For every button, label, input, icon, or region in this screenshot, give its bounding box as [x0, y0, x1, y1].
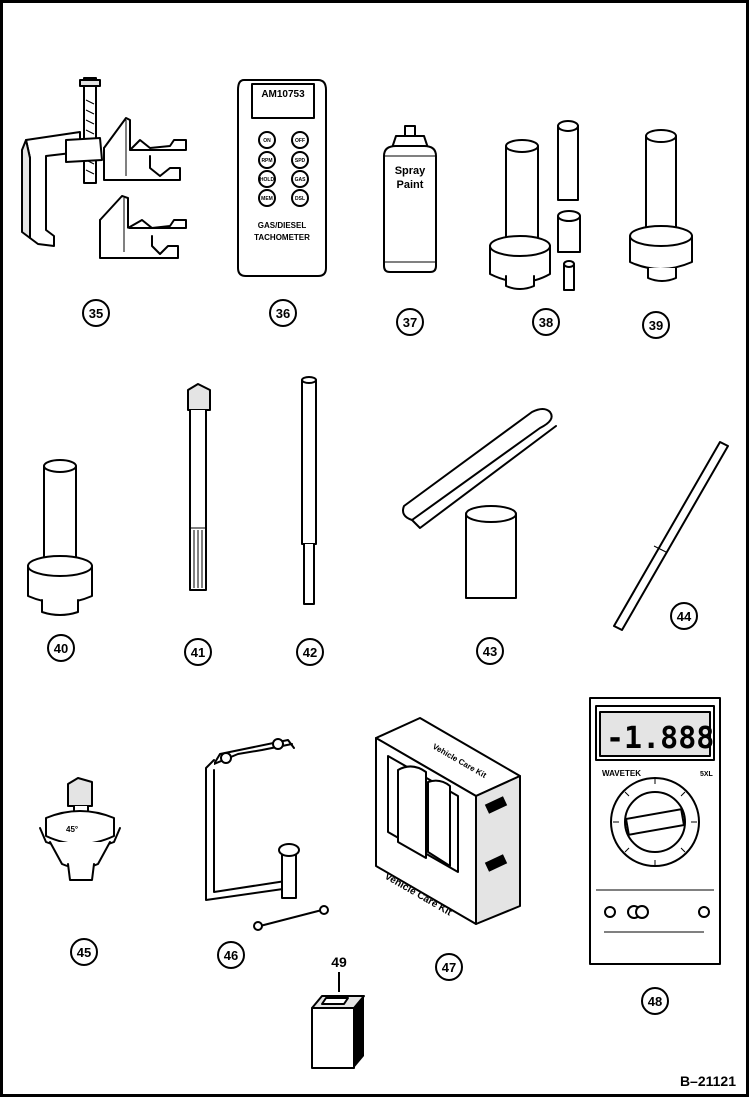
tool-37-spray-paint-can: Spray Paint: [383, 125, 437, 273]
tool-49-block: [311, 995, 365, 1069]
button-gas: GAS: [295, 177, 307, 183]
callout-41-label: 41: [191, 645, 205, 660]
tool-43-t-handle: [402, 408, 557, 599]
tool-48-multimeter: -1.888 WAVETEK 5XL: [589, 697, 721, 965]
tachometer-id-label: AM10753: [261, 89, 305, 100]
callout-37-label: 37: [403, 315, 417, 330]
tool-42-pin-punch: [301, 376, 317, 605]
callout-43: 43: [476, 637, 504, 665]
tachometer-button-grid: ON OFF RPM SPD HOLD GAS MEM DSL: [258, 131, 309, 207]
callout-45-label: 45: [77, 945, 91, 960]
callout-41: 41: [184, 638, 212, 666]
tachometer-title-line2: TACHOMETER: [254, 233, 310, 242]
callout-42-label: 42: [303, 645, 317, 660]
callout-36-label: 36: [276, 306, 290, 321]
figure-reference-number: B–21121: [680, 1073, 736, 1089]
callout-37: 37: [396, 308, 424, 336]
multimeter-display-value: -1.888: [606, 721, 714, 756]
spray-can-label-line1: Spray: [395, 165, 426, 177]
callout-35-label: 35: [89, 306, 103, 321]
button-spd: SPD: [295, 158, 306, 164]
multimeter-model: 5XL: [700, 771, 714, 778]
spray-can-label-line2: Paint: [397, 179, 424, 191]
button-hold: HOLD: [260, 177, 275, 183]
callout-48: 48: [641, 987, 669, 1015]
cutter-angle-mark: 45°: [66, 825, 78, 834]
callout-39: 39: [642, 311, 670, 339]
callout-47: 47: [435, 953, 463, 981]
callout-49-label: 49: [331, 954, 347, 970]
callout-36: 36: [269, 299, 297, 327]
callout-38: 38: [532, 308, 560, 336]
callout-38-label: 38: [539, 315, 553, 330]
callout-46: 46: [217, 941, 245, 969]
callout-45: 45: [70, 938, 98, 966]
tool-35-clamp-with-brackets: [21, 77, 187, 259]
callout-44-label: 44: [677, 609, 692, 624]
multimeter-brand: WAVETEK: [602, 769, 641, 778]
tool-46-puller-frame: [205, 738, 329, 931]
callout-35: 35: [82, 299, 110, 327]
callout-49: 49: [331, 954, 347, 992]
button-off: OFF: [295, 138, 305, 144]
tool-47-vehicle-care-kit: Vehicle Care Kit Vehicle Care Kit: [375, 717, 521, 925]
callout-42: 42: [296, 638, 324, 666]
tool-45-cutter: 45°: [39, 777, 121, 881]
tachometer-title-line1: GAS/DIESEL: [258, 221, 307, 230]
callout-44: 44: [670, 602, 698, 630]
tool-41-splined-shaft: [187, 383, 211, 591]
callout-39-label: 39: [649, 318, 663, 333]
callout-46-label: 46: [224, 948, 238, 963]
button-rpm: RPM: [261, 158, 272, 164]
button-dsl: DSL: [295, 196, 305, 202]
callout-40: 40: [47, 634, 75, 662]
callout-40-label: 40: [54, 641, 68, 656]
tool-36-tachometer: AM10753 ON OFF RPM SPD HOLD GAS MEM DSL …: [237, 79, 327, 277]
tool-38-driver-set: [489, 120, 581, 291]
tool-39-driver: [629, 129, 693, 282]
tool-44-rod: [613, 441, 729, 631]
tool-40-driver: [27, 459, 93, 616]
button-on: ON: [263, 138, 271, 144]
callout-47-label: 47: [442, 960, 456, 975]
button-mem: MEM: [261, 196, 273, 202]
callout-48-label: 48: [648, 994, 662, 1009]
callout-43-label: 43: [483, 644, 497, 659]
